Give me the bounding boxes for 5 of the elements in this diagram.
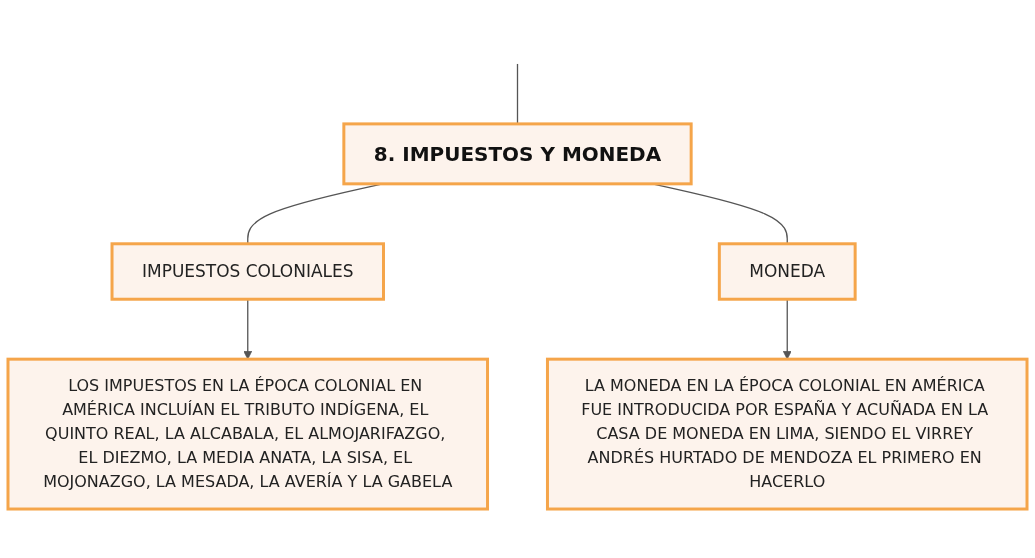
node-box: 8. IMPUESTOS Y MONEDA — [342, 122, 693, 186]
node-box: LA MONEDA EN LA ÉPOCA COLONIAL EN AMÉRICA FUE INTRODUCIDA POR ESPAÑA Y ACUÑADA EN LA CASA DE MONEDA EN LIMA, SIENDO EL VIRREY ANDRÉS HURTADO DE MENDOZA EL PRIMERO EN HACERLO — [545, 357, 1029, 511]
node-box: IMPUESTOS COLONIALES — [110, 242, 385, 301]
node-box: LOS IMPUESTOS EN LA ÉPOCA COLONIAL EN AMÉRICA INCLUÍAN EL TRIBUTO INDÍGENA, EL QUINTO REAL, LA ALCABALA, EL ALMOJARIFAZGO, EL DIEZMO, LA MEDIA ANATA, LA SISA, EL MOJONAZGO, LA MESADA, LA AVERÍA Y LA GABELA — [6, 357, 490, 511]
node-box: MONEDA — [717, 242, 857, 301]
